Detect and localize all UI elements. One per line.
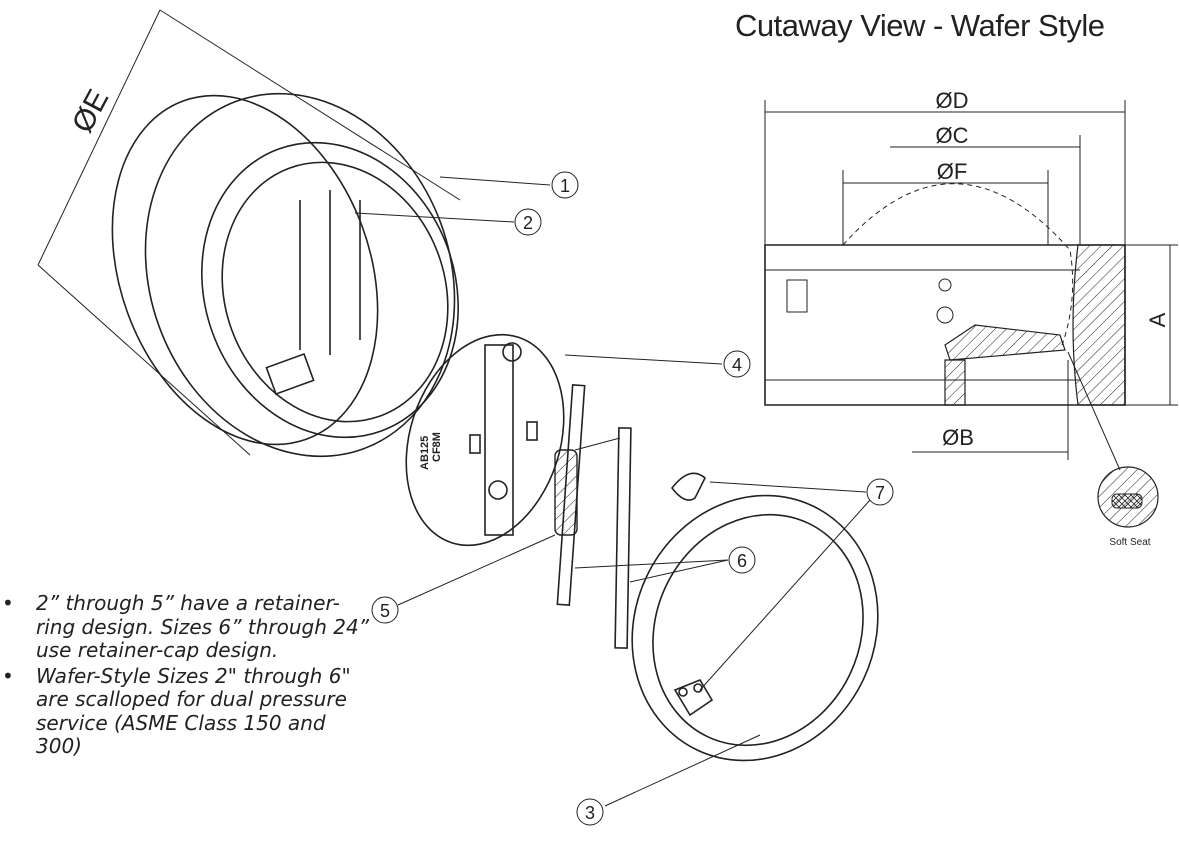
svg-text:3: 3 <box>585 803 595 823</box>
dim-c-label: ØC <box>936 123 969 148</box>
dim-e-label: ØE <box>66 84 115 138</box>
callout-1: 1 <box>551 171 579 199</box>
dimension-e: ØE <box>37 9 461 456</box>
note-item: •2” through 5” have a retainer-ring desi… <box>2 591 370 662</box>
note-item: •Wafer-Style Sizes 2" through 6" are sca… <box>2 663 351 758</box>
callout-3: 3 <box>576 798 604 826</box>
page-title: Cutaway View - Wafer Style <box>735 8 1105 43</box>
callout-6: 6 <box>728 546 756 574</box>
disc-marking-line1: AB125 <box>419 436 431 470</box>
soft-seat-detail: Soft Seat <box>1097 466 1159 548</box>
notes-list: •2” through 5” have a retainer-ring desi… <box>0 591 370 761</box>
dim-d-label: ØD <box>936 88 969 113</box>
callout-5: 5 <box>371 596 399 624</box>
dim-f-label: ØF <box>937 159 968 184</box>
disc-marking-line2: CF8M <box>431 432 443 462</box>
stop-pin <box>670 472 706 501</box>
dim-b-label: ØB <box>942 425 974 450</box>
callout-7: 7 <box>866 478 894 506</box>
svg-text:5: 5 <box>380 601 390 621</box>
callout-2: 2 <box>514 208 542 236</box>
cutaway-view: ØD ØC ØF A ØB <box>764 88 1178 471</box>
leader-lines <box>354 176 871 807</box>
retainer-ring <box>631 494 879 762</box>
svg-text:7: 7 <box>875 483 885 503</box>
valve-body <box>111 92 459 458</box>
svg-text:4: 4 <box>732 355 742 375</box>
svg-text:1: 1 <box>560 176 570 196</box>
callouts: 1 2 3 4 5 6 7 <box>371 171 894 826</box>
valve-disc: AB125 CF8M <box>405 333 565 547</box>
svg-text:2: 2 <box>523 213 533 233</box>
dim-a-label: A <box>1145 312 1170 327</box>
soft-seat-label: Soft Seat <box>1109 537 1150 548</box>
callout-4: 4 <box>723 350 751 378</box>
spring-and-pins <box>554 383 632 649</box>
svg-text:6: 6 <box>737 551 747 571</box>
